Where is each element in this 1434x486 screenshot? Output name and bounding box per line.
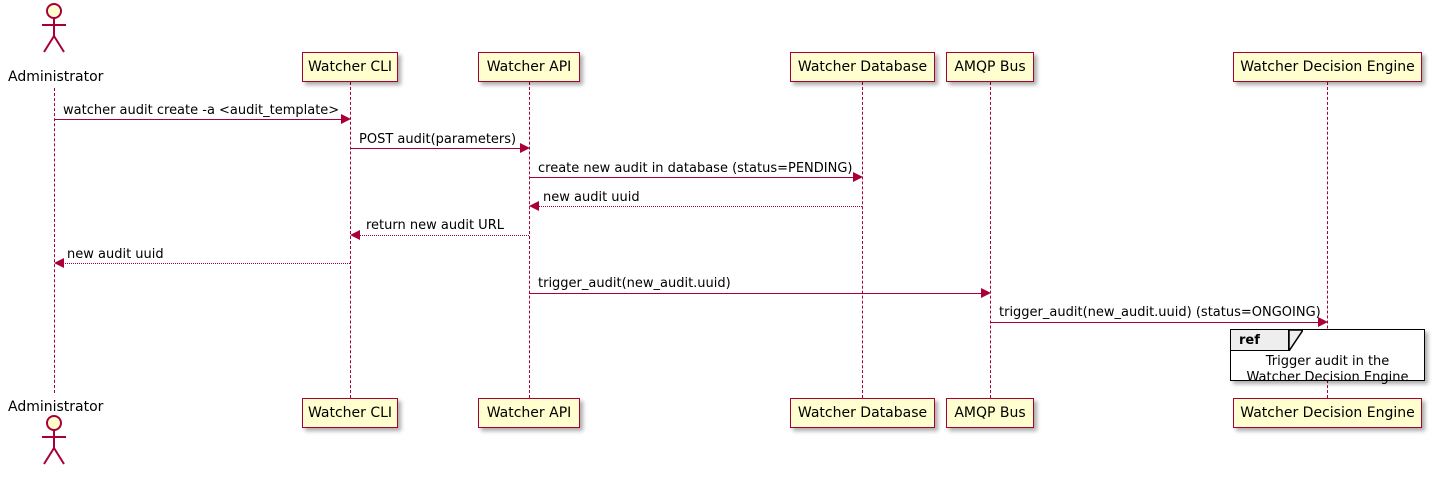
message-arrowhead-6 [54,258,64,268]
message-arrowhead-3 [853,172,863,182]
ref-fragment-line-2: Watcher Decision Engine [1246,370,1409,385]
actor-stick-figure-icon [42,3,66,53]
message-label-8: trigger_audit(new_audit.uuid) (status=ON… [999,305,1321,320]
message-line-1 [54,119,341,120]
message-arrowhead-1 [341,114,351,124]
lifeline-administrator [54,88,55,393]
lifeline-watcher-api [529,82,530,398]
message-line-5 [359,235,529,236]
ref-fragment-line-1: Trigger audit in the [1265,354,1390,369]
lifeline-watcher-cli [350,82,351,398]
message-arrowhead-5 [350,230,360,240]
message-label-4: new audit uuid [543,190,640,205]
lifeline-amqp-bus [990,82,991,398]
ref-tab-corner-icon [1289,330,1303,351]
message-line-3 [529,177,853,178]
participant-watcher-decision-engine-bottom[interactable]: Watcher Decision Engine [1233,398,1422,428]
message-label-6: new audit uuid [67,247,164,262]
ref-fragment-keyword: ref [1231,330,1289,351]
message-label-3: create new audit in database (status=PEN… [538,161,853,176]
message-line-2 [350,148,520,149]
message-label-5: return new audit URL [366,218,504,233]
message-label-2: POST audit(parameters) [359,132,517,147]
lifeline-watcher-database [862,82,863,398]
message-label-1: watcher audit create -a <audit_template> [63,103,340,118]
participant-watcher-cli[interactable]: Watcher CLI [302,52,398,82]
participant-watcher-decision-engine[interactable]: Watcher Decision Engine [1233,52,1422,82]
message-label-7: trigger_audit(new_audit.uuid) [538,276,731,291]
participant-watcher-cli-bottom[interactable]: Watcher CLI [302,398,398,428]
message-arrowhead-7 [981,288,991,298]
message-line-4 [538,206,862,207]
actor-label-administrator-bottom: Administrator [8,399,104,415]
participant-watcher-database[interactable]: Watcher Database [790,52,935,82]
message-line-7 [529,293,981,294]
ref-fragment: ref Trigger audit in the Watcher Decisio… [1230,329,1425,385]
message-arrowhead-8 [1318,317,1328,327]
message-arrowhead-4 [529,201,539,211]
actor-stick-figure-bottom-icon [42,415,66,465]
participant-watcher-api[interactable]: Watcher API [478,52,580,82]
participant-amqp-bus[interactable]: AMQP Bus [946,52,1034,82]
actor-administrator-bottom [24,414,84,470]
participant-amqp-bus-bottom[interactable]: AMQP Bus [946,398,1034,428]
participant-watcher-api-bottom[interactable]: Watcher API [478,398,580,428]
participant-watcher-database-bottom[interactable]: Watcher Database [790,398,935,428]
message-line-6 [63,263,350,264]
message-arrowhead-2 [520,143,530,153]
message-line-8 [990,322,1318,323]
ref-fragment-body: Trigger audit in the Watcher Decision En… [1231,354,1424,386]
lifeline-watcher-decision-engine [1327,82,1328,398]
actor-label-administrator-top: Administrator [8,69,104,85]
actor-administrator-top [24,2,84,54]
